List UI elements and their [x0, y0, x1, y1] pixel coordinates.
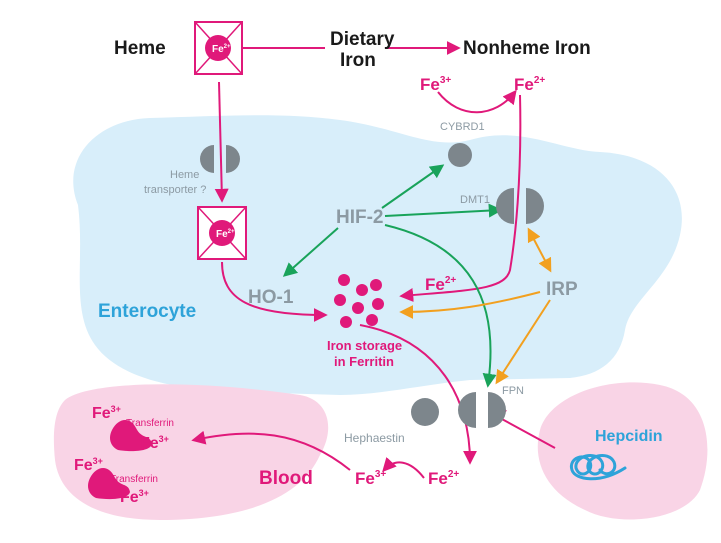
dmt1-transporter-icon	[496, 188, 544, 224]
fe2-bottom-label: Fe2+	[428, 469, 459, 488]
fpn-transporter-icon	[458, 392, 506, 428]
fe2-mid-label: Fe2+	[425, 275, 456, 294]
hepcidin-region	[537, 382, 708, 520]
enterocyte-label: Enterocyte	[98, 301, 196, 322]
svg-text:Fe2+: Fe2+	[216, 229, 235, 240]
heme-transporter-label-1: Heme	[170, 169, 199, 181]
fe2-top-label: Fe2+	[514, 75, 545, 94]
tf2-fe3-bottom: Fe3+	[120, 488, 149, 506]
transferrin-icon	[110, 419, 152, 452]
blood-label: Blood	[259, 468, 313, 489]
heme-transporter-label-2: transporter ?	[144, 184, 206, 196]
cybrd1-icon	[448, 143, 472, 167]
transferrin-icon-2	[88, 467, 130, 500]
storage-label-2: in Ferritin	[334, 354, 394, 369]
fe3-top-label: Fe3+	[420, 75, 451, 94]
tf1-fe3-bottom: Fe3+	[140, 434, 169, 452]
heme-box-icon: Fe2+	[194, 21, 243, 75]
fe3-bottom-label: Fe3+	[355, 469, 386, 488]
tf1-name: Transferrin	[126, 418, 174, 429]
ho1-label: HO-1	[248, 287, 294, 308]
dmt1-label: DMT1	[460, 194, 490, 206]
hephaestin-icon	[411, 398, 439, 426]
dietary-label: Dietary	[330, 29, 395, 50]
enterocyte-cell	[73, 115, 682, 396]
heme-box-inner-icon: Fe2+	[197, 206, 247, 260]
svg-text:Fe2+: Fe2+	[212, 44, 231, 55]
fpn-label: FPN	[502, 385, 524, 397]
tf2-name: Transferrin	[110, 474, 158, 485]
irp-label: IRP	[546, 279, 578, 300]
storage-label-1: Iron storage	[327, 338, 402, 353]
cybrd1-label: CYBRD1	[440, 121, 485, 133]
iron-label: Iron	[340, 50, 376, 71]
ferritin-dots-icon	[334, 274, 384, 328]
nonheme-label: Nonheme Iron	[463, 38, 591, 59]
hepcidin-label: Hepcidin	[595, 428, 663, 445]
hif2-label: HIF-2	[336, 207, 384, 228]
hephaestin-label: Hephaestin	[344, 431, 405, 445]
heme-label: Heme	[114, 38, 166, 59]
tf2-fe3-top: Fe3+	[74, 456, 103, 474]
hepcidin-coil-icon	[569, 453, 627, 481]
heme-transporter-icon	[200, 145, 240, 173]
tf1-fe3-top: Fe3+	[92, 404, 121, 422]
